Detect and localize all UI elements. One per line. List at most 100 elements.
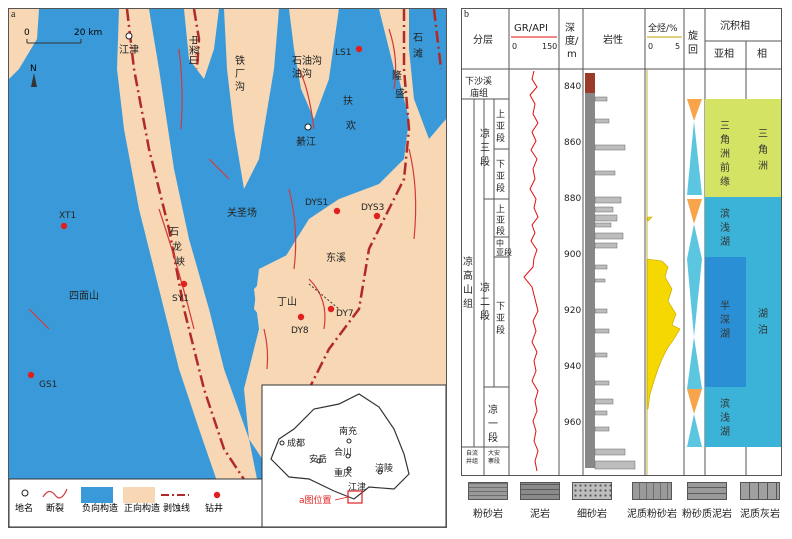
legend-well: 钻井: [205, 502, 223, 514]
sub-lake1-2: 浅: [720, 221, 730, 234]
place-shilongxia-2: 龙: [172, 240, 182, 253]
place-jiangjin: 江津: [119, 44, 139, 56]
sichuan-basin-outline: [270, 393, 410, 500]
mudstone-label: 泥岩: [530, 509, 550, 520]
lithology-legend: 粉砂岩 泥岩 细砂岩 泥质粉砂岩 粉砂质泥岩 泥质灰岩: [466, 482, 786, 534]
map-legend: 地名 断裂 负向构造 正向构造 剥蚀线 钻井: [9, 478, 263, 527]
header-depth-2: 度/: [565, 34, 579, 47]
cycle-triangle: [687, 199, 702, 224]
place-shitan-2: 滩: [413, 47, 423, 60]
form-lgs-4: 组: [463, 297, 473, 310]
facies-lake: [746, 197, 781, 447]
well-marker[interactable]: [327, 305, 335, 313]
form-xsx-2: 庙组: [470, 87, 488, 99]
place-shilongxia-3: 峡: [175, 255, 185, 268]
fault: [178, 48, 183, 130]
fault: [263, 328, 269, 370]
lith-layer: [594, 222, 612, 228]
subfacies-semi-deep: [705, 257, 746, 387]
fault: [408, 148, 417, 240]
tg-peak: [646, 216, 653, 222]
well-marker[interactable]: [180, 280, 188, 288]
fault: [298, 68, 315, 130]
form-l3l-3: 段: [496, 182, 505, 194]
lith-layer: [594, 118, 610, 124]
muddy-siltstone-swatch: [632, 482, 672, 500]
place-longsheng-2: 盛: [395, 87, 405, 100]
fault: [208, 158, 230, 180]
stratigraphic-column: 分层 GR/API 0 150 深 度/ m 岩性 全烃/% 0 5 旋 回 沉…: [462, 9, 781, 475]
place-fuhuan: 扶: [343, 94, 353, 107]
city-marker: [316, 458, 322, 464]
geologic-map: 0 20 km N 江津 中梁山 铁 厂 沟 石油沟 油沟 石 滩 隆 盛 扶 …: [9, 9, 446, 527]
inset-jiangjin: 江津: [348, 482, 366, 493]
finesand-swatch: [572, 482, 612, 500]
well-marker[interactable]: [27, 371, 35, 379]
form-l2-2: 二: [480, 297, 490, 308]
lith-layer: [594, 308, 608, 314]
form-l3l-1: 下: [496, 160, 505, 170]
log-panel: 分层 GR/API 0 150 深 度/ m 岩性 全烃/% 0 5 旋 回 沉…: [461, 8, 782, 476]
legend-fault: 断裂: [46, 502, 64, 514]
form-lgs-1: 凉: [463, 255, 473, 268]
facies-delta: [746, 99, 781, 197]
header-tg: 全烃/%: [648, 22, 678, 34]
well-marker[interactable]: [60, 222, 68, 230]
header-subfacies: 亚相: [714, 47, 734, 60]
lith-layer: [594, 264, 608, 270]
lith-layer: [594, 206, 614, 213]
positive-structure-area: [9, 9, 39, 79]
well-marker[interactable]: [333, 207, 341, 215]
form-l2l-3: 段: [496, 324, 505, 336]
place-zhongliangshan: 中梁山: [187, 35, 200, 65]
mudstone-swatch: [520, 482, 560, 500]
place-simianshan: 四面山: [69, 290, 99, 302]
form-l3u-2: 亚: [496, 121, 505, 132]
city-marker: [377, 469, 383, 475]
cycle-triangle: [687, 259, 702, 337]
form-bottom-right-1: 大安: [488, 449, 500, 457]
header-cycle-2: 回: [688, 44, 698, 56]
place-fuhuan-2: 欢: [346, 119, 356, 132]
fault: [158, 208, 195, 330]
place-shiyougou: 石油沟: [292, 54, 322, 67]
lith-layer: [594, 170, 616, 176]
fault: [308, 278, 326, 330]
lith-layer: [594, 242, 618, 249]
positive-structure-area: [224, 9, 279, 189]
legend-negative-icon: [81, 487, 113, 503]
lith-layer: [594, 410, 608, 416]
erosion-line: [192, 9, 201, 70]
erosion-line: [125, 9, 251, 488]
form-bottom-right-2: 寨段: [488, 457, 500, 465]
form-l3-2: 三: [480, 143, 490, 154]
well-dy7: DY7: [336, 309, 354, 319]
lith-layer: [594, 352, 608, 358]
lith-layer: [594, 196, 622, 204]
form-l3l-2: 亚: [496, 171, 505, 182]
cycle-triangle: [687, 337, 702, 389]
place-longsheng: 隆: [392, 69, 402, 82]
place-guanshengchang: 关圣场: [227, 206, 257, 219]
north-label: N: [30, 64, 37, 74]
sub-lake2-2: 浅: [720, 411, 730, 424]
panel-a-label: a: [11, 9, 16, 20]
gr-max: 150: [542, 42, 557, 51]
cycle-triangle: [687, 99, 702, 121]
well-marker[interactable]: [355, 45, 363, 53]
sub-lake1-1: 滨: [720, 207, 730, 220]
well-gs1: GS1: [39, 380, 57, 390]
cycle-triangle: [687, 121, 702, 195]
form-l2u-1: 上: [496, 204, 505, 215]
inset-hechuan: 合川: [334, 446, 352, 458]
form-l2-1: 凉: [480, 281, 490, 294]
inset-map: 成都 南充 合川 安岳 重庆 涪陵 江津 a图位置: [261, 384, 446, 527]
sub-semi-3: 湖: [720, 328, 730, 340]
well-marker[interactable]: [373, 212, 381, 220]
city-marker: [345, 453, 351, 459]
lith-layer: [594, 328, 610, 334]
form-bottom-left-2: 井组: [466, 457, 478, 465]
lith-mudstone-red: [585, 73, 595, 93]
well-marker[interactable]: [297, 313, 305, 321]
sub-lake2-1: 滨: [720, 397, 730, 410]
